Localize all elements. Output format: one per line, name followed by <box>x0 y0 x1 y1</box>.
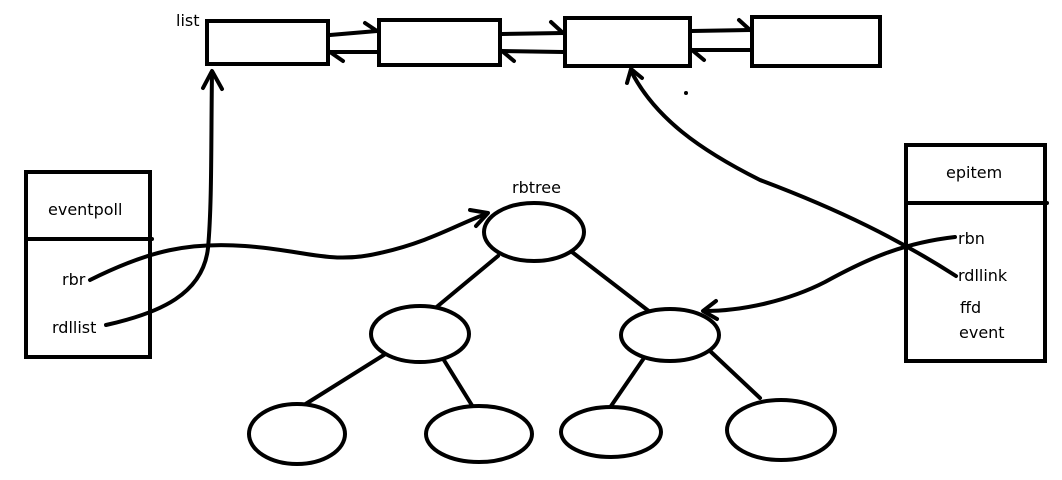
arrow-rdllink-to-list-node <box>625 67 958 278</box>
stray-dot <box>684 91 688 95</box>
eventpoll-title: eventpoll <box>48 200 122 219</box>
rbtree-node <box>424 404 534 464</box>
epitem-title: epitem <box>946 163 1002 182</box>
rbtree-edge <box>431 254 500 312</box>
rbtree-edge <box>570 250 652 314</box>
epitem-field-ffd: ffd <box>960 298 981 317</box>
list <box>205 15 882 95</box>
list-link <box>690 18 752 62</box>
eventpoll-struct: eventpoll rbr rdllist <box>24 170 154 359</box>
arrow-rbn-to-rbtree-node <box>701 235 957 321</box>
rbtree <box>247 201 837 466</box>
rbtree-node <box>619 307 721 363</box>
list-label: list <box>176 11 200 30</box>
rbtree-node <box>559 405 663 459</box>
rbtree-node <box>369 304 471 364</box>
list-link <box>328 21 379 63</box>
list-node <box>563 16 692 68</box>
list-node <box>205 19 330 66</box>
eventpoll-field-rdllist: rdllist <box>52 318 96 337</box>
list-node <box>377 18 502 67</box>
rbtree-node <box>725 398 837 462</box>
epitem-field-rbn: rbn <box>958 229 985 248</box>
rbtree-edge <box>440 355 475 409</box>
epitem-box <box>904 143 1047 363</box>
list-node <box>750 15 882 68</box>
list-link <box>500 20 565 63</box>
rbtree-edge <box>302 351 389 407</box>
rbtree-node <box>247 402 347 466</box>
rbtree-label: rbtree <box>512 178 561 197</box>
epitem-field-rdllink: rdllink <box>958 266 1008 285</box>
epitem-field-event: event <box>959 323 1005 342</box>
epitem-struct: epitem rbn rdllink ffd event <box>904 143 1049 363</box>
rbtree-edge <box>708 349 762 400</box>
rbtree-edge <box>607 356 646 411</box>
arrow-rdllist-to-list-head <box>104 69 224 327</box>
arrow-rbr-to-rbtree-root <box>88 208 490 282</box>
eventpoll-field-rbr: rbr <box>62 270 86 289</box>
rbtree-node <box>482 201 586 263</box>
